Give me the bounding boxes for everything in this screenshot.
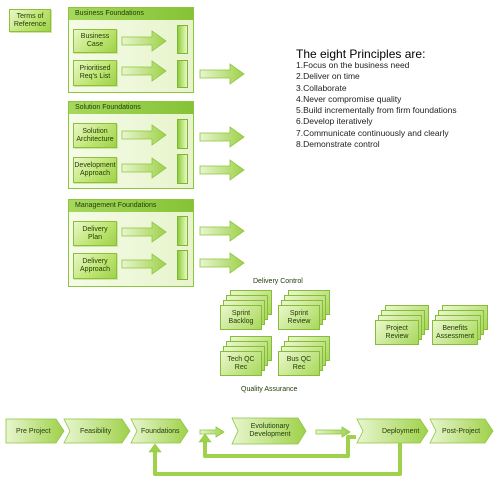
principle-item: 8.Demonstrate control (296, 139, 380, 150)
bus-qc-rec-label: Bus QC Rec (286, 355, 312, 371)
management-foundations-bar-1 (177, 216, 188, 246)
chevron-post-project (429, 418, 494, 444)
delivery-plan-box[interactable]: Delivery Plan (73, 221, 117, 246)
phase-deployment-label: Deployment (382, 428, 420, 435)
solution-foundations-title: Solution Foundations (69, 102, 193, 114)
arrow-right-icon (121, 221, 167, 243)
loop-arrow-outer (153, 443, 402, 476)
sprint-backlog-card: Sprint Backlog (220, 305, 262, 330)
arrow-right-icon (121, 30, 167, 52)
solution-architecture-box[interactable]: Solution Architecture (73, 123, 117, 148)
principle-item: 5.Build incrementally from firm foundati… (296, 105, 457, 116)
delivery-control-label: Delivery Control (253, 278, 303, 285)
delivery-plan-label: Delivery Plan (82, 225, 108, 241)
business-foundations-title: Business Foundations (69, 8, 193, 20)
arrowhead-up-icon (198, 433, 212, 443)
delivery-approach-label: Delivery Approach (80, 258, 110, 273)
chevron-feasibility (63, 418, 131, 444)
arrow-right-icon (199, 159, 245, 181)
solution-foundations-bar-1 (177, 119, 188, 149)
arrow-right-icon (121, 157, 167, 179)
arrow-right-icon (315, 426, 351, 438)
principle-item: 3.Collaborate (296, 82, 347, 93)
tech-qc-rec-label: Tech QC Rec (227, 355, 255, 371)
arrow-right-icon (121, 253, 167, 275)
project-review-card: Project Review (375, 320, 419, 345)
principle-item: 6.Develop iteratively (296, 116, 373, 127)
chevron-pre-project (5, 418, 65, 444)
terms-of-reference-box[interactable]: Terms of Reference (9, 9, 51, 32)
principle-item: 2.Deliver on time (296, 71, 360, 82)
business-foundations-panel: Business Foundations Business Case Prior… (68, 7, 194, 93)
terms-of-reference-label: Terms of Reference (13, 12, 47, 28)
phase-pre-project-label: Pre Project (16, 428, 51, 435)
principles-title: The eight Principles are: (296, 47, 426, 61)
chevron-foundations (130, 418, 189, 444)
development-approach-label: Development Approach (74, 162, 116, 177)
phase-evolutionary-development-label: Evolutionary Development (249, 423, 291, 438)
management-foundations-bar-2 (177, 250, 188, 280)
project-review-label: Project Review (385, 324, 409, 340)
arrow-right-icon (199, 252, 245, 274)
business-case-box[interactable]: Business Case (73, 29, 117, 53)
sprint-review-card: Sprint Review (278, 305, 320, 330)
sprint-review-label: Sprint Review (287, 309, 311, 325)
principles-list: 1.Focus on the business need 2.Deliver o… (296, 60, 457, 150)
development-approach-box[interactable]: Development Approach (73, 157, 117, 183)
chevron-deployment (356, 418, 429, 444)
management-foundations-panel: Management Foundations Delivery Plan Del… (68, 199, 194, 287)
business-case-label: Business Case (80, 33, 110, 48)
phase-post-project-label: Post-Project (442, 428, 481, 435)
sprint-backlog-label: Sprint Backlog (228, 309, 254, 325)
solution-architecture-label: Solution Architecture (76, 127, 114, 143)
benefits-assessment-card: Benefits Assessment (432, 320, 478, 345)
quality-assurance-label: Quality Assurance (241, 386, 298, 393)
arrow-right-icon (199, 126, 245, 148)
arrow-right-icon (121, 60, 167, 82)
phase-feasibility-label: Feasibility (80, 428, 112, 435)
phase-foundations-label: Foundations (141, 428, 180, 435)
tech-qc-rec-card: Tech QC Rec (220, 351, 262, 376)
prioritised-reqs-list-box[interactable]: Prioritised Req's List (73, 60, 117, 86)
arrowhead-up-icon (148, 443, 162, 453)
arrow-right-icon (199, 426, 225, 438)
solution-foundations-bar-2 (177, 154, 188, 184)
arrow-right-icon (199, 63, 245, 85)
bus-qc-rec-card: Bus QC Rec (278, 351, 320, 376)
arrow-right-icon (199, 220, 245, 242)
solution-foundations-panel: Solution Foundations Solution Architectu… (68, 101, 194, 189)
chevron-evolutionary-development (231, 417, 307, 445)
business-foundations-bar-1 (177, 25, 188, 54)
principle-item: 7.Communicate continuously and clearly (296, 127, 449, 138)
principle-item: 1.Focus on the business need (296, 60, 410, 70)
benefits-assessment-label: Benefits Assessment (435, 324, 475, 340)
arrow-right-icon (121, 124, 167, 146)
prioritised-reqs-list-label: Prioritised Req's List (79, 65, 111, 80)
principle-item: 4.Never compromise quality (296, 93, 402, 104)
business-foundations-bar-2 (177, 60, 188, 88)
loop-arrow-inner (203, 435, 356, 458)
delivery-approach-box[interactable]: Delivery Approach (73, 253, 117, 279)
management-foundations-title: Management Foundations (69, 200, 193, 212)
